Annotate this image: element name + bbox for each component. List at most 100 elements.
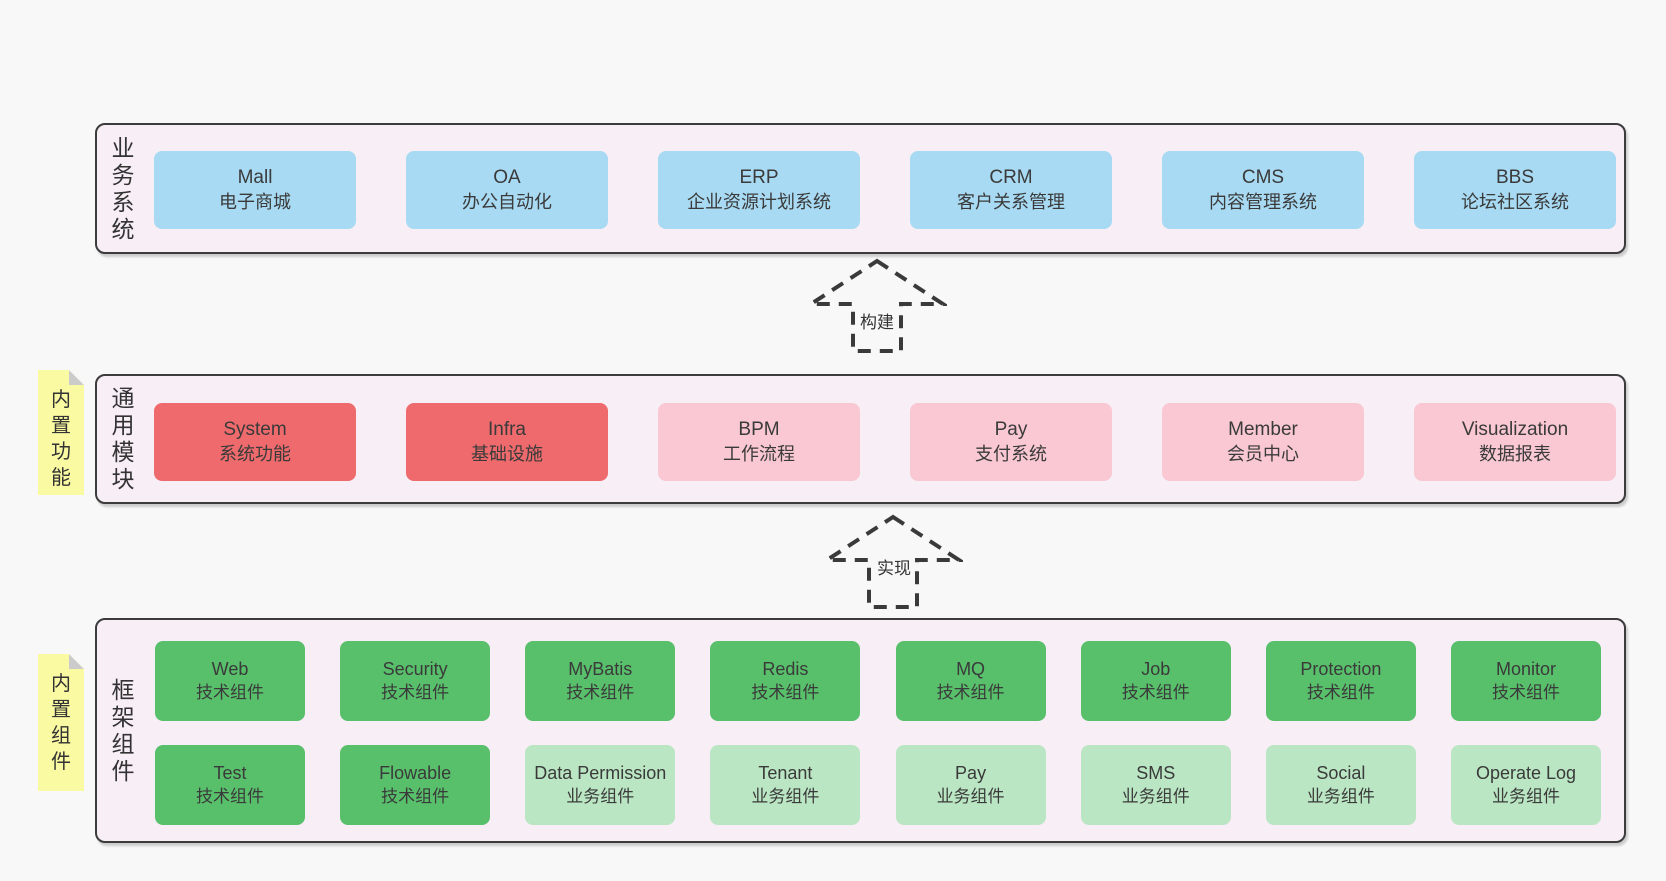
- box-job: Job 技术组件: [1080, 641, 1231, 721]
- box-title: Flowable: [379, 763, 452, 783]
- panel-common-modules: 通用模块 System 系统功能 Infra 基础设施 BPM 工作流程 Pay…: [95, 374, 1626, 504]
- box-erp: ERP 企业资源计划系统: [658, 151, 860, 229]
- panel-business-systems: 业务系统 Mall 电子商城 OA 办公自动化 ERP 企业资源计划系统 CRM…: [95, 123, 1626, 254]
- business-systems-row: Mall 电子商城 OA 办公自动化 ERP 企业资源计划系统 CRM 客户关系…: [154, 151, 1616, 229]
- box-title: Operate Log: [1475, 763, 1577, 783]
- box-visualization: Visualization 数据报表: [1414, 403, 1616, 481]
- panel-framework-components: 框架组件 Web 技术组件 Security 技术组件 MyBatis 技术组件…: [95, 618, 1626, 843]
- box-title: Monitor: [1495, 659, 1556, 679]
- box-subtitle: 业务组件: [751, 787, 820, 806]
- build-arrow-label: 构建: [857, 313, 897, 333]
- box-subtitle: 技术组件: [381, 787, 450, 806]
- box-title: BBS: [1495, 167, 1535, 188]
- box-subtitle: 技术组件: [196, 683, 264, 702]
- box-title: CMS: [1241, 167, 1285, 188]
- box-pay: Pay 支付系统: [910, 403, 1112, 481]
- box-title: Test: [213, 763, 247, 783]
- box-system: System 系统功能: [154, 403, 356, 481]
- box-subtitle: 论坛社区系统: [1461, 192, 1569, 212]
- box-subtitle: 技术组件: [566, 683, 635, 702]
- box-mq: MQ 技术组件: [895, 641, 1046, 721]
- box-oa: OA 办公自动化: [406, 151, 608, 229]
- box-title: MQ: [956, 659, 986, 679]
- box-title: Social: [1316, 763, 1366, 783]
- box-title: MyBatis: [568, 659, 633, 679]
- box-title: SMS: [1136, 763, 1176, 783]
- box-subtitle: 业务组件: [1306, 787, 1375, 806]
- box-subtitle: 技术组件: [751, 683, 820, 702]
- box-subtitle: 技术组件: [196, 787, 264, 806]
- box-subtitle: 内容管理系统: [1209, 192, 1317, 212]
- box-subtitle: 支付系统: [975, 444, 1047, 464]
- box-title: Member: [1228, 419, 1298, 440]
- box-data-permission: Data Permission 业务组件: [525, 745, 676, 825]
- box-flowable: Flowable 技术组件: [340, 745, 491, 825]
- box-social: Social 业务组件: [1265, 745, 1416, 825]
- box-pay-biz: Pay 业务组件: [895, 745, 1046, 825]
- box-title: Protection: [1300, 659, 1382, 679]
- box-title: Web: [211, 659, 249, 679]
- box-crm: CRM 客户关系管理: [910, 151, 1112, 229]
- box-subtitle: 客户关系管理: [957, 192, 1065, 212]
- implement-arrow-label: 实现: [874, 559, 914, 579]
- box-member: Member 会员中心: [1162, 403, 1364, 481]
- box-subtitle: 工作流程: [723, 444, 795, 464]
- box-mall: Mall 电子商城: [154, 151, 356, 229]
- box-title: OA: [493, 167, 521, 188]
- box-subtitle: 业务组件: [1491, 787, 1560, 806]
- box-operate-log: Operate Log 业务组件: [1450, 745, 1601, 825]
- box-title: CRM: [989, 167, 1033, 188]
- box-test: Test 技术组件: [155, 745, 305, 825]
- box-title: Infra: [487, 419, 527, 440]
- box-subtitle: 数据报表: [1479, 444, 1551, 464]
- note-text: 内置功能: [51, 389, 71, 489]
- framework-components-row-2: Test 技术组件 Flowable 技术组件 Data Permission …: [155, 745, 1601, 825]
- panel-label-common-modules: 通用模块: [111, 385, 135, 492]
- box-subtitle: 技术组件: [1306, 683, 1375, 702]
- box-security: Security 技术组件: [340, 641, 491, 721]
- implement-arrow: [823, 514, 963, 610]
- box-sms: SMS 业务组件: [1080, 745, 1231, 825]
- box-monitor: Monitor 技术组件: [1450, 641, 1601, 721]
- box-title: Pay: [955, 763, 987, 783]
- box-title: BPM: [738, 419, 780, 440]
- box-subtitle: 技术组件: [1491, 683, 1560, 702]
- box-tenant: Tenant 业务组件: [710, 745, 861, 825]
- note-builtin-features: 内置功能: [38, 370, 84, 495]
- common-modules-row: System 系统功能 Infra 基础设施 BPM 工作流程 Pay 支付系统…: [154, 403, 1616, 481]
- box-title: Data Permission: [534, 763, 667, 783]
- box-title: Pay: [994, 419, 1028, 440]
- framework-components-row-1: Web 技术组件 Security 技术组件 MyBatis 技术组件 Redi…: [155, 641, 1601, 721]
- box-title: Security: [382, 659, 448, 679]
- note-text: 内置组件: [51, 673, 71, 773]
- box-subtitle: 业务组件: [566, 787, 635, 806]
- box-subtitle: 系统功能: [219, 444, 291, 464]
- box-subtitle: 技术组件: [1121, 683, 1190, 702]
- note-builtin-components: 内置组件: [38, 654, 84, 791]
- box-title: Visualization: [1461, 419, 1569, 440]
- box-bbs: BBS 论坛社区系统: [1414, 151, 1616, 229]
- box-subtitle: 会员中心: [1227, 444, 1299, 464]
- panel-label-business-systems: 业务系统: [111, 134, 135, 242]
- box-web: Web 技术组件: [155, 641, 305, 721]
- dashed-up-arrow-icon: [823, 514, 963, 609]
- box-subtitle: 业务组件: [936, 787, 1005, 806]
- box-infra: Infra 基础设施: [406, 403, 608, 481]
- build-arrow: [807, 258, 947, 354]
- box-title: Mall: [237, 167, 273, 188]
- box-subtitle: 基础设施: [471, 444, 543, 464]
- box-cms: CMS 内容管理系统: [1162, 151, 1364, 229]
- box-subtitle: 业务组件: [1121, 787, 1190, 806]
- box-title: Job: [1141, 659, 1171, 679]
- box-subtitle: 技术组件: [381, 683, 450, 702]
- box-redis: Redis 技术组件: [710, 641, 861, 721]
- box-bpm: BPM 工作流程: [658, 403, 860, 481]
- box-subtitle: 技术组件: [936, 683, 1005, 702]
- box-protection: Protection 技术组件: [1265, 641, 1416, 721]
- box-subtitle: 企业资源计划系统: [687, 192, 831, 212]
- box-title: System: [223, 419, 287, 440]
- box-title: ERP: [739, 167, 779, 188]
- box-title: Tenant: [758, 763, 813, 783]
- box-title: Redis: [762, 659, 809, 679]
